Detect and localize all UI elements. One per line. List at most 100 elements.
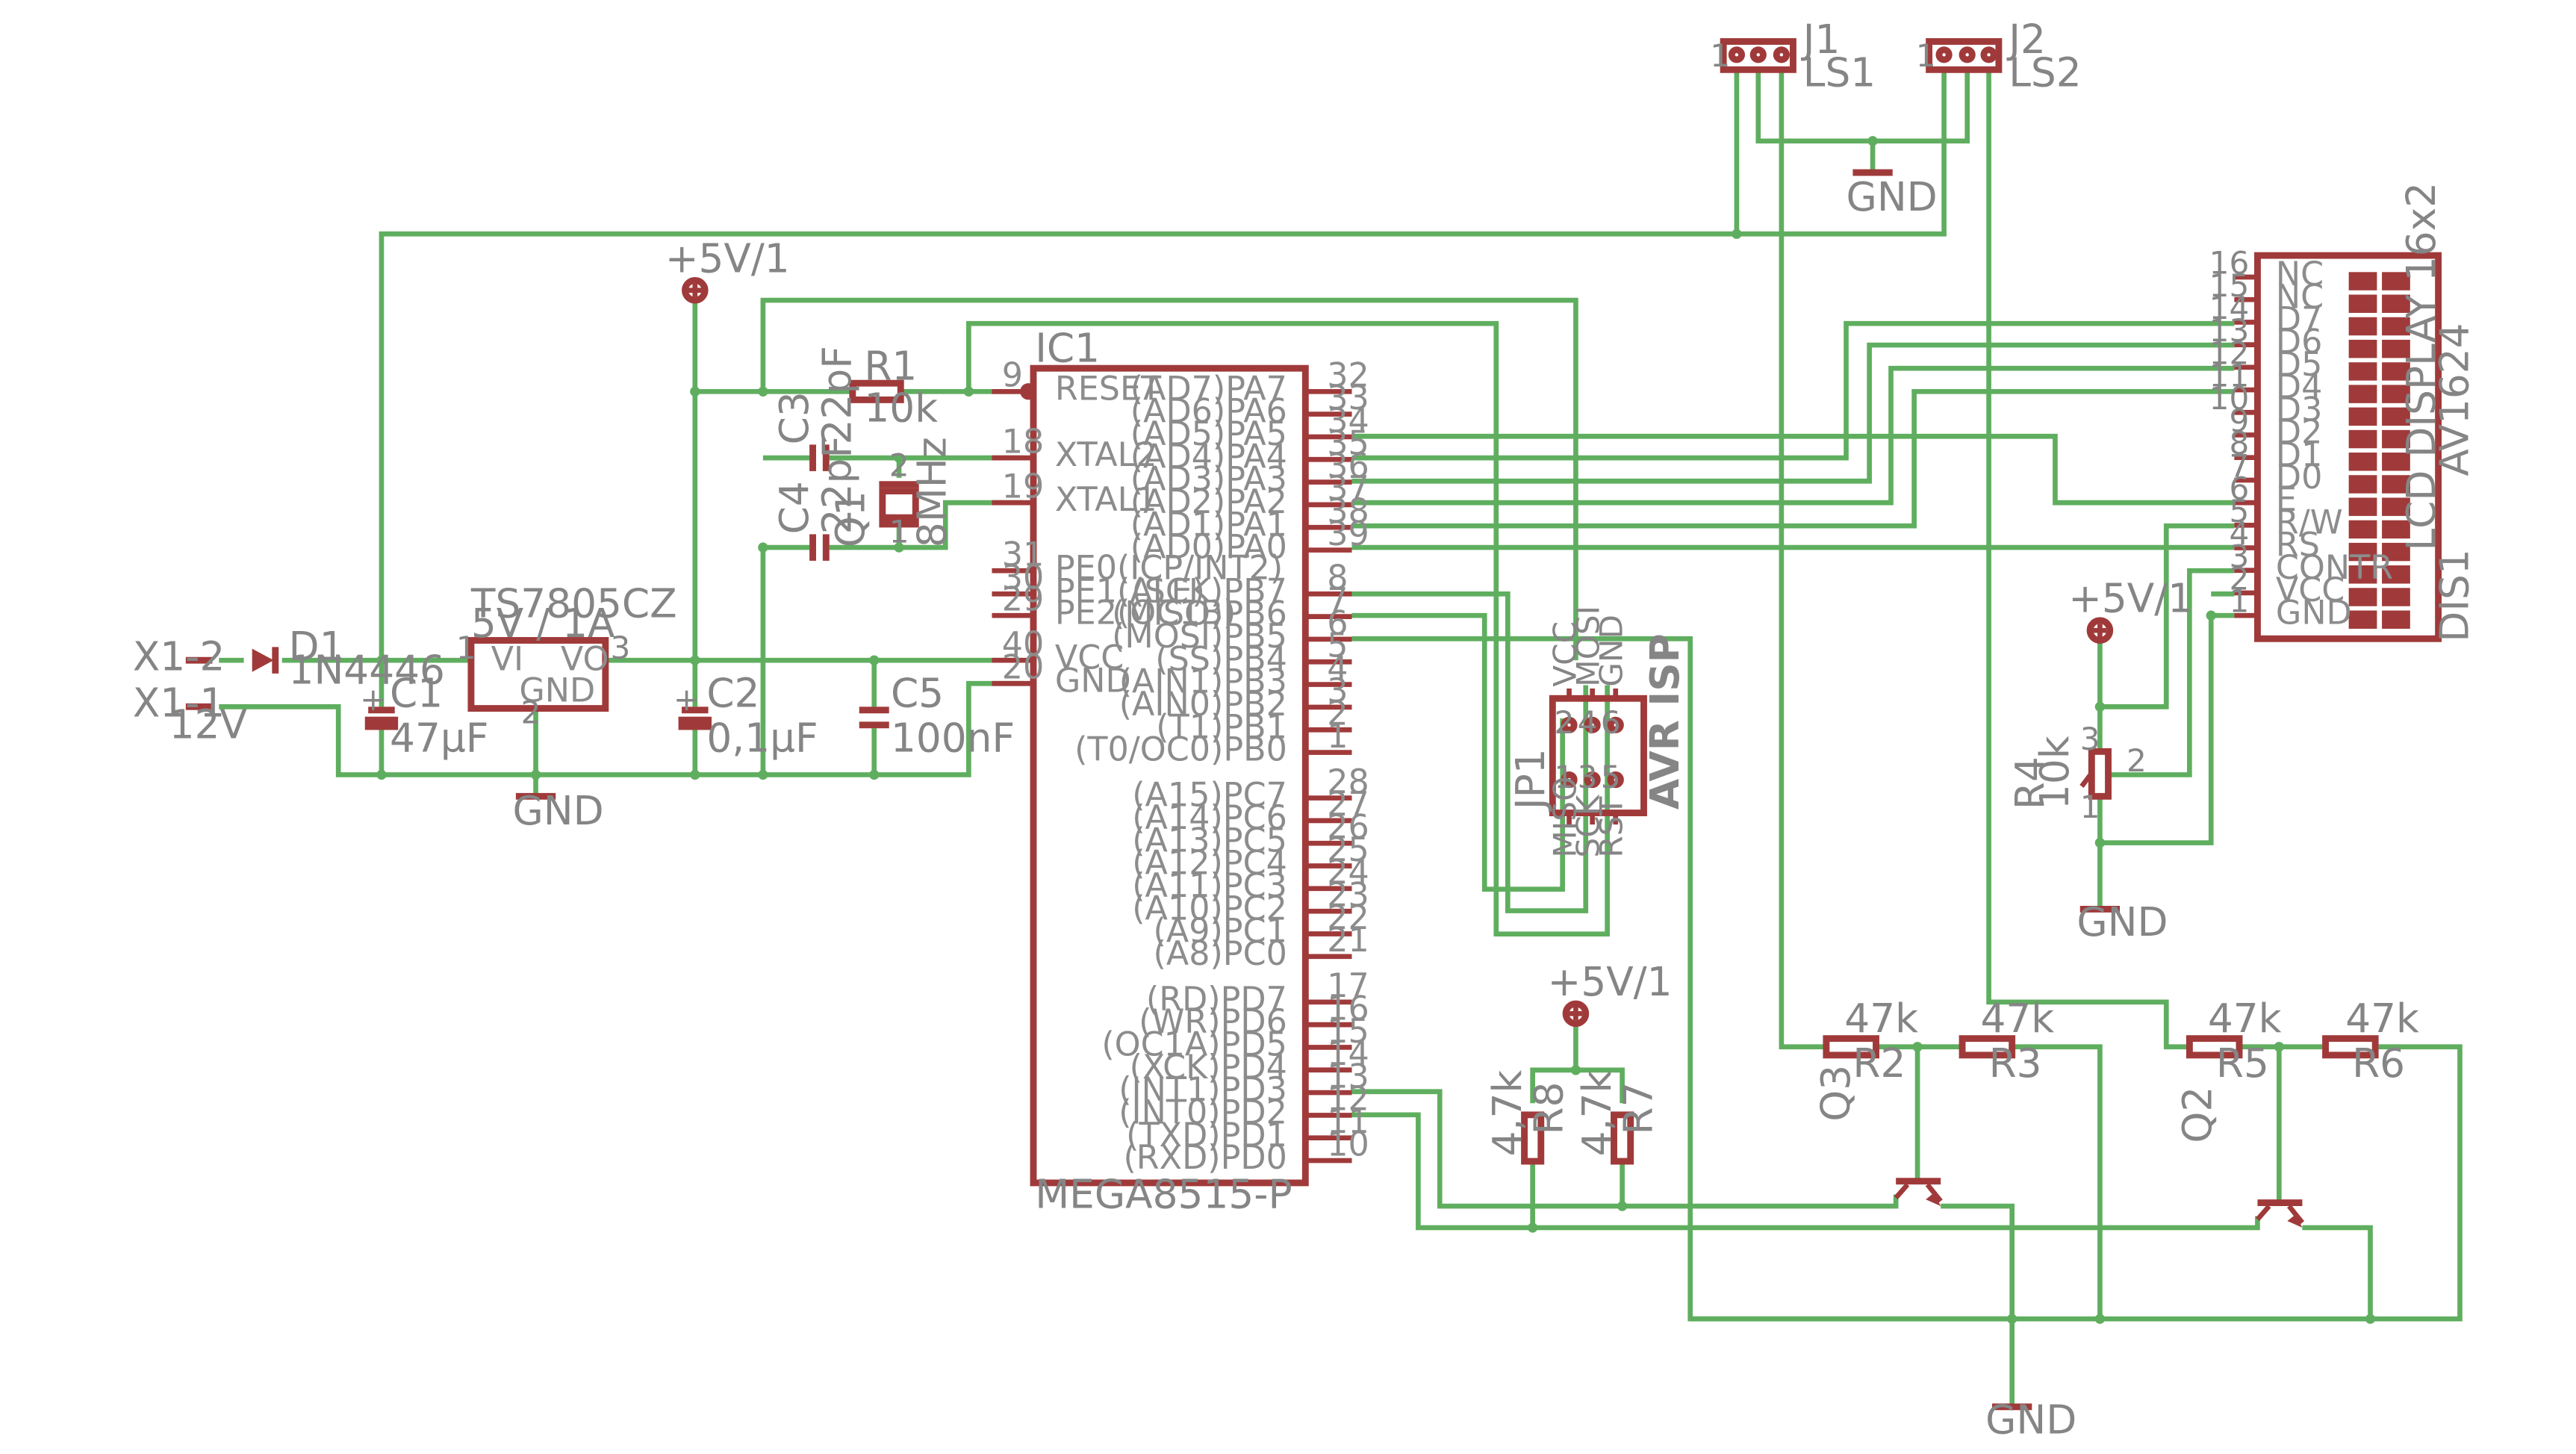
lcd-character-grid <box>2348 272 2410 629</box>
j2-name: J2 <box>2006 16 2046 63</box>
ic1-pin-number: 18 <box>1002 423 1045 461</box>
ic1-pin-label: (INT1)PD3 <box>1119 1071 1287 1109</box>
supply-label: +5V/1 <box>2068 576 2193 622</box>
supply-label: +5V/1 <box>665 235 790 282</box>
junctions <box>376 136 2376 1324</box>
j1-value: LS1 <box>1803 50 1876 96</box>
lcd-char-cell <box>2382 475 2410 494</box>
x1-1-label: X1-1 <box>133 680 225 727</box>
c5-value: 100nF <box>891 715 1015 761</box>
ic1-pin-number: 31 <box>1002 536 1045 574</box>
ic1-pin-number: 5 <box>1327 627 1348 665</box>
capacitor-c4: C4 22pF <box>771 435 861 561</box>
lcd-pin-number: 16 <box>2209 245 2250 282</box>
lcd-char-cell <box>2348 565 2377 584</box>
gnd-label: GND <box>1985 1396 2076 1443</box>
lcd-pin-label: D2 <box>2276 414 2322 452</box>
lcd-value: AV1624 <box>2432 323 2478 476</box>
ic1-pin-number: 19 <box>1002 467 1045 506</box>
lcd-char-cell <box>2348 542 2377 562</box>
q3-name: Q3 <box>1813 1065 1859 1122</box>
potentiometer-r4: 3 1 2 R4 10k <box>2007 721 2147 825</box>
lcd-pin-number: 4 <box>2230 515 2250 552</box>
q1-pin1: 1 <box>889 513 909 550</box>
r1-name: R1 <box>864 344 917 390</box>
ic1-pin-number: 32 <box>1327 357 1369 395</box>
ic1-pin-label: (T0/OC0)PB0 <box>1074 731 1287 769</box>
resistor-r5: 47k R5 <box>2185 995 2282 1087</box>
regulator-ts7805: TS7805CZ 5V / 1A VI VO GND 1 3 2 <box>456 580 677 730</box>
ic1-pin-label: (MISO)PB6 <box>1112 595 1287 633</box>
lcd-pin-number: 10 <box>2209 380 2250 417</box>
lcd-pin-number: 13 <box>2209 312 2250 349</box>
capacitor-c5: C5 100nF <box>859 670 1015 761</box>
lcd-char-cell <box>2348 610 2377 629</box>
jp1-name: JP1 <box>1508 748 1554 812</box>
lcd-pin-label: E <box>2276 481 2297 519</box>
ic1-pin-number: 28 <box>1327 763 1369 801</box>
ic1-pin-number: 22 <box>1327 899 1369 937</box>
ic1-pin-number: 37 <box>1327 470 1369 508</box>
ic1-pin-label: (AD2)PA2 <box>1130 483 1287 521</box>
lcd-char-cell <box>2382 272 2410 291</box>
isp-top-num: 6 <box>1601 704 1621 741</box>
ic1-pin-number: 25 <box>1327 831 1369 869</box>
crystal-q1: 2 1 Q1 8MHz <box>827 437 955 550</box>
ic1-pin-number: 24 <box>1327 854 1369 892</box>
lcd-char-cell <box>2382 565 2410 584</box>
c5-name: C5 <box>891 670 944 716</box>
ic1-pin-label: (A8)PC0 <box>1153 935 1287 973</box>
r6-name: R6 <box>2352 1040 2405 1087</box>
lcd-char-cell <box>2348 497 2377 516</box>
ic1-pin-number: 36 <box>1327 447 1369 485</box>
ic1-pin-label: (AD5)PA5 <box>1130 415 1287 453</box>
ic1-pin-number: 4 <box>1327 650 1348 688</box>
ic1-pin-label: (AD1)PA1 <box>1130 506 1287 544</box>
lcd-pin-label: D3 <box>2276 391 2322 429</box>
reg-vi: VI <box>491 640 524 678</box>
c4-name: C4 <box>771 481 818 534</box>
lcd-pin-label: CONTR <box>2276 549 2393 587</box>
ic1-pin-number: 30 <box>1002 559 1045 597</box>
gnd-symbol-bottom: GND <box>1985 1396 2076 1443</box>
ic1-pin-number: 17 <box>1327 967 1369 1005</box>
j2-value: LS2 <box>2009 50 2081 96</box>
ic1-value: MEGA8515-P <box>1035 1171 1292 1217</box>
ic1-pin-label: (AD0)PA0 <box>1130 529 1287 567</box>
lcd-char-cell <box>2348 385 2377 403</box>
x1-voltage-label: 12V <box>169 702 248 748</box>
lcd-pin-number: 12 <box>2209 335 2250 371</box>
ic1-pin-number: 12 <box>1327 1081 1369 1119</box>
lcd-char-cell <box>2348 520 2377 539</box>
q2-name: Q2 <box>2174 1087 2221 1143</box>
ic1-pin-label: (A15)PC7 <box>1132 777 1287 815</box>
d1-value: 1N4446 <box>289 647 445 693</box>
reg-gnd: GND <box>519 672 595 710</box>
ic1-pin-number: 3 <box>1327 672 1348 710</box>
ic1-pin-label: (AD3)PA3 <box>1130 461 1287 499</box>
ic1-pin-number: 11 <box>1327 1103 1369 1141</box>
ic1-pin-label: (AD4)PA4 <box>1130 438 1287 476</box>
gnd-label: GND <box>2076 899 2168 945</box>
lcd-name: DIS1 <box>2432 549 2478 642</box>
lcd-char-cell <box>2382 385 2410 403</box>
resistor-r8: 4,7k R8 <box>1484 1070 1572 1165</box>
isp-bottom-label: RST <box>1593 796 1630 857</box>
r6-value: 47k <box>2345 995 2419 1042</box>
lcd-pin-label: GND <box>2276 594 2352 632</box>
lcd-char-cell <box>2348 317 2377 336</box>
lcd-pin-label: VCC <box>2276 571 2345 609</box>
isp-bottom-label: MISO <box>1546 777 1583 858</box>
transistor-q2: Q2 <box>2174 1087 2305 1228</box>
ic1-pin-label: (T1)PB1 <box>1156 708 1287 746</box>
ic1-pin-label: PE2(OC1B) <box>1055 594 1236 632</box>
lcd-char-cell <box>2348 588 2377 606</box>
lcd-char-cell <box>2348 453 2377 471</box>
ic1-pin-number: 29 <box>1002 581 1045 619</box>
r5-name: R5 <box>2216 1040 2269 1087</box>
resistor-r7: 4,7k R7 <box>1574 1070 1662 1165</box>
ic1-pin-label: (RD)PD7 <box>1146 981 1287 1019</box>
c3-value: 22pF <box>815 346 861 444</box>
